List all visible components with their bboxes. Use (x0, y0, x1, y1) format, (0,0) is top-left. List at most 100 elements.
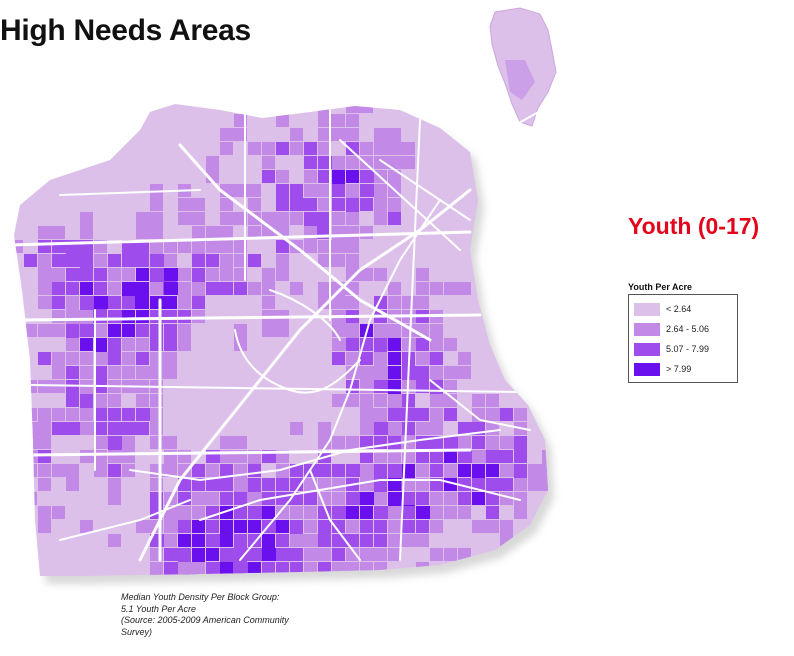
block-group (276, 562, 289, 575)
block-group (360, 156, 373, 169)
block-group (38, 352, 51, 365)
block-group (38, 450, 51, 463)
block-group (80, 520, 93, 533)
block-group (486, 394, 499, 407)
block-group (472, 520, 499, 533)
block-group (178, 240, 191, 253)
block-group (80, 366, 93, 379)
block-group (220, 534, 233, 547)
block-group (178, 268, 191, 281)
block-group (332, 184, 345, 197)
block-group (66, 254, 79, 267)
block-group (514, 408, 527, 421)
block-group (108, 534, 121, 547)
block-group (24, 492, 37, 505)
block-group (430, 492, 443, 505)
block-group (66, 394, 79, 407)
block-group (444, 506, 457, 519)
block-group (206, 464, 219, 477)
block-group (416, 268, 429, 281)
block-group (192, 310, 205, 323)
block-group (164, 534, 177, 547)
block-group (276, 520, 289, 533)
block-group (430, 506, 443, 519)
block-group (24, 436, 37, 449)
block-group (206, 282, 233, 295)
block-group (192, 520, 205, 533)
block-group (276, 240, 289, 253)
block-group (444, 394, 457, 407)
caption-line: (Source: 2005-2009 American Community (121, 615, 289, 625)
block-group (262, 478, 275, 491)
block-group (178, 534, 191, 547)
block-group (206, 268, 219, 281)
block-group (136, 282, 149, 295)
block-group (24, 464, 37, 477)
block-group (304, 520, 317, 533)
block-group (164, 240, 177, 253)
block-group (220, 254, 233, 281)
block-group (276, 198, 289, 211)
block-group (52, 296, 65, 309)
block-group (80, 212, 93, 239)
block-group (318, 254, 345, 267)
block-group (94, 282, 107, 295)
block-group (248, 282, 261, 295)
block-group (14, 380, 23, 393)
block-group (290, 282, 303, 295)
block-group (458, 352, 471, 365)
block-group (192, 254, 205, 267)
block-group (122, 352, 135, 365)
block-group (66, 338, 79, 351)
page-title: High Needs Areas (0, 14, 251, 47)
block-group (150, 562, 163, 576)
block-group (262, 310, 289, 337)
block-group (80, 408, 93, 421)
block-group (164, 310, 177, 323)
island-block (505, 60, 535, 100)
block-group (94, 464, 107, 477)
block-group (332, 128, 359, 141)
block-group (388, 338, 401, 351)
block-group (108, 352, 121, 365)
block-group (430, 282, 443, 295)
block-group (304, 156, 317, 169)
block-group (94, 268, 107, 281)
block-group (458, 506, 471, 519)
block-group (416, 282, 429, 295)
block-group (416, 450, 429, 463)
block-group (122, 464, 135, 477)
legend-swatch (634, 322, 660, 336)
block-group (164, 254, 177, 267)
bay-bridge (509, 99, 561, 129)
block-group (556, 492, 569, 505)
block-group (388, 212, 401, 225)
block-group (24, 380, 37, 393)
block-group (332, 478, 345, 491)
legend-swatch (634, 342, 660, 356)
block-group (164, 520, 177, 533)
block-group (304, 506, 317, 519)
block-group (178, 282, 191, 309)
block-group (500, 408, 513, 421)
block-group (290, 212, 303, 225)
block-group (402, 506, 415, 519)
block-group (24, 324, 37, 337)
block-group (234, 520, 247, 533)
block-group (14, 422, 23, 435)
block-group (360, 380, 373, 393)
block-group (122, 408, 135, 421)
legend-label: 5.07 - 7.99 (666, 344, 710, 354)
block-group (206, 254, 219, 267)
block-group (430, 450, 443, 463)
block-group (66, 464, 79, 491)
block-group (24, 422, 51, 449)
caption-line: Survey) (121, 626, 153, 637)
block-group (402, 394, 415, 407)
block-group (248, 142, 261, 155)
block-group (360, 450, 373, 463)
block-group (290, 422, 303, 435)
block-group (178, 310, 191, 323)
block-group (304, 170, 317, 183)
block-group (14, 310, 23, 337)
